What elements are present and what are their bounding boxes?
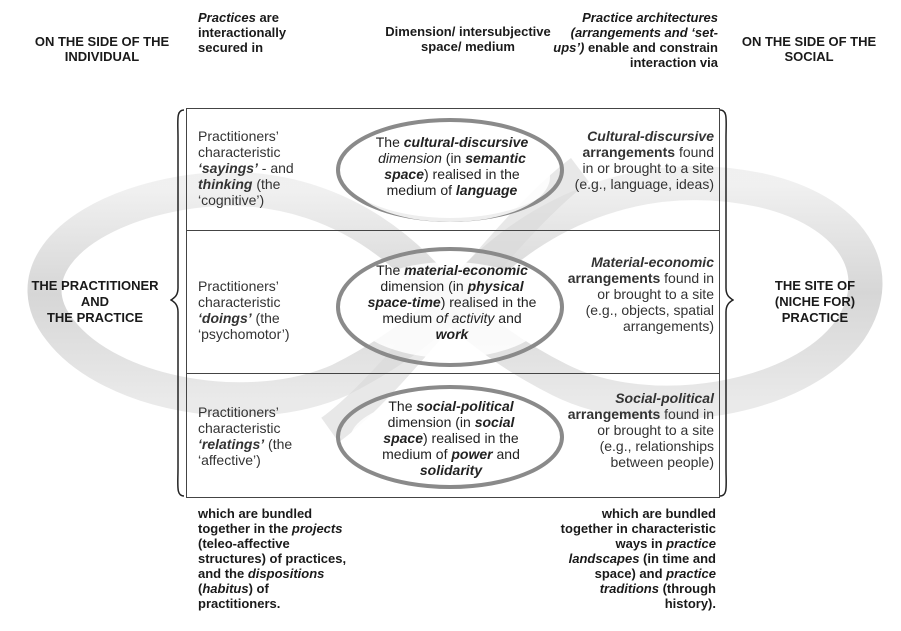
row1-mid-f: ) realised in the medium of (386, 166, 520, 198)
row1-right-c: found in or brought to a site (e.g., lan… (574, 144, 714, 192)
row1-left-b: ‘sayings’ (198, 160, 258, 176)
header-individual: ON THE SIDE OF THE INDIVIDUAL (34, 34, 170, 64)
site-label-line1: THE SITE OF (774, 278, 856, 293)
oval-fill-1 (350, 132, 550, 222)
footer-right: which are bundled together in characteri… (548, 506, 716, 611)
footer-left: which are bundled together in the projec… (198, 506, 348, 611)
site-label-line2: (NICHE FOR) (774, 294, 856, 309)
footer-right-b: practice landscapes (568, 536, 716, 566)
row1-left-e: (the ‘cognitive’) (198, 176, 281, 208)
row3-mid-g: and (492, 446, 520, 462)
footer-right-e: (through history). (658, 581, 716, 611)
row2-left-b: ‘doings’ (198, 310, 252, 326)
header-practices: Practices are interactionally secured in (198, 10, 328, 55)
row2-mid-f: of activity (436, 310, 495, 326)
practitioner-label-line2: AND (80, 294, 110, 309)
header-practices-em: Practices (198, 10, 256, 25)
practitioner-label: THE PRACTITIONER AND THE PRACTICE (20, 278, 170, 326)
row3-left-c: (the ‘affective’) (198, 436, 293, 468)
practitioner-label-line1: THE PRACTITIONER (31, 278, 159, 293)
row2-mid-g: and (494, 310, 522, 326)
row-divider-2 (186, 373, 720, 374)
row3-right-a: Social-political (615, 390, 714, 406)
footer-left-c: (teleo-affective structures) of practice… (198, 536, 347, 581)
row3-mid-h: solidarity (419, 462, 483, 478)
row2-mid-c: dimension (in (380, 278, 468, 294)
row3-mid-c: dimension (in (387, 414, 475, 430)
header-dimension: Dimension/ intersubjective space/ medium (385, 24, 551, 54)
site-label: THE SITE OF (NICHE FOR) PRACTICE (740, 278, 890, 326)
row3-left: Practitioners’ characteristic ‘relatings… (198, 404, 318, 468)
oval-fill-3 (350, 397, 550, 483)
row2-mid-b: material-economic (404, 262, 528, 278)
row2-left-c: (the ‘psychomotor’) (198, 310, 290, 342)
row3-mid: The social-political dimension (in socia… (370, 398, 532, 478)
oval-fill-2 (350, 262, 550, 358)
footer-left-b: projects (291, 521, 343, 536)
row3-left-a: Practitioners’ characteristic (198, 404, 281, 436)
row3-right-b: arrangements (567, 406, 661, 422)
row1-mid-c: dimension (378, 150, 442, 166)
row3-mid-a: The (388, 398, 417, 414)
row2-mid-d: physical space-time (367, 278, 524, 310)
row1-mid-e: semantic space (384, 150, 526, 182)
row3-mid-f: power (451, 446, 493, 462)
row2-mid-h: work (435, 326, 469, 342)
row1-right-b: arrangements (582, 144, 676, 160)
table-frame (186, 108, 720, 498)
right-brace (719, 109, 734, 497)
row3-right-c: found in or brought to a site (e.g., rel… (597, 406, 714, 470)
row1-right-a: Cultural-discursive (587, 128, 714, 144)
footer-left-e: ( (198, 581, 203, 596)
row3-mid-d: social space (383, 414, 515, 446)
row3-left-b: ‘relatings’ (198, 436, 265, 452)
row1-left-d: thinking (198, 176, 253, 192)
row2-left-a: Practitioners’ characteristic (198, 278, 281, 310)
oval-material (336, 247, 564, 367)
header-social: ON THE SIDE OF THE SOCIAL (741, 34, 877, 64)
footer-right-a: which are bundled together in characteri… (560, 506, 716, 551)
row2-right-c: found in or brought to a site (e.g., obj… (585, 270, 714, 334)
header-architectures-rest: enable and constrain interaction via (584, 40, 718, 70)
row1-mid-b: cultural-discursive (403, 134, 529, 150)
row3-mid-e: ) realised in the medium of (382, 430, 519, 462)
header-architectures: Practice architectures (arrangements and… (548, 10, 718, 70)
footer-left-f: habitus (202, 581, 249, 596)
ribbon-right-loop (437, 166, 883, 420)
row1-left-a: Practitioners’ characteristic (198, 128, 281, 160)
row-divider-1 (186, 230, 720, 231)
row2-mid-a: The (376, 262, 405, 278)
ribbon-left-loop (27, 172, 464, 417)
row1-mid-g: language (455, 182, 518, 198)
footer-left-g: ) of practitioners. (198, 581, 281, 611)
row1-mid-a: The (375, 134, 404, 150)
footer-right-c: (in time and space) and (594, 551, 716, 581)
row1-left-c: - and (257, 160, 294, 176)
footer-right-d: practice traditions (599, 566, 716, 596)
header-practices-rest: are interactionally secured in (198, 10, 287, 55)
left-brace (170, 109, 185, 497)
row2-mid: The material-economic dimension (in phys… (366, 262, 538, 342)
oval-social (336, 385, 564, 489)
row1-mid-d: (in (441, 150, 466, 166)
header-architectures-em: Practice architectures (arrangements and… (553, 10, 718, 55)
footer-left-a: which are bundled together in the (198, 506, 313, 536)
footer-left-d: dispositions (247, 566, 325, 581)
row2-right-a: Material-economic (591, 254, 714, 270)
row1-mid: The cultural-discursive dimension (in se… (374, 134, 530, 198)
practitioner-label-line3: THE PRACTICE (46, 310, 144, 325)
row2-mid-e: ) realised in the medium (382, 294, 537, 326)
row3-mid-b: social-political (416, 398, 514, 414)
row2-left: Practitioners’ characteristic ‘doings’ (… (198, 278, 338, 342)
site-label-line3: PRACTICE (781, 310, 849, 325)
row1-left: Practitioners’ characteristic ‘sayings’ … (198, 128, 318, 208)
row2-right-b: arrangements (567, 270, 661, 286)
